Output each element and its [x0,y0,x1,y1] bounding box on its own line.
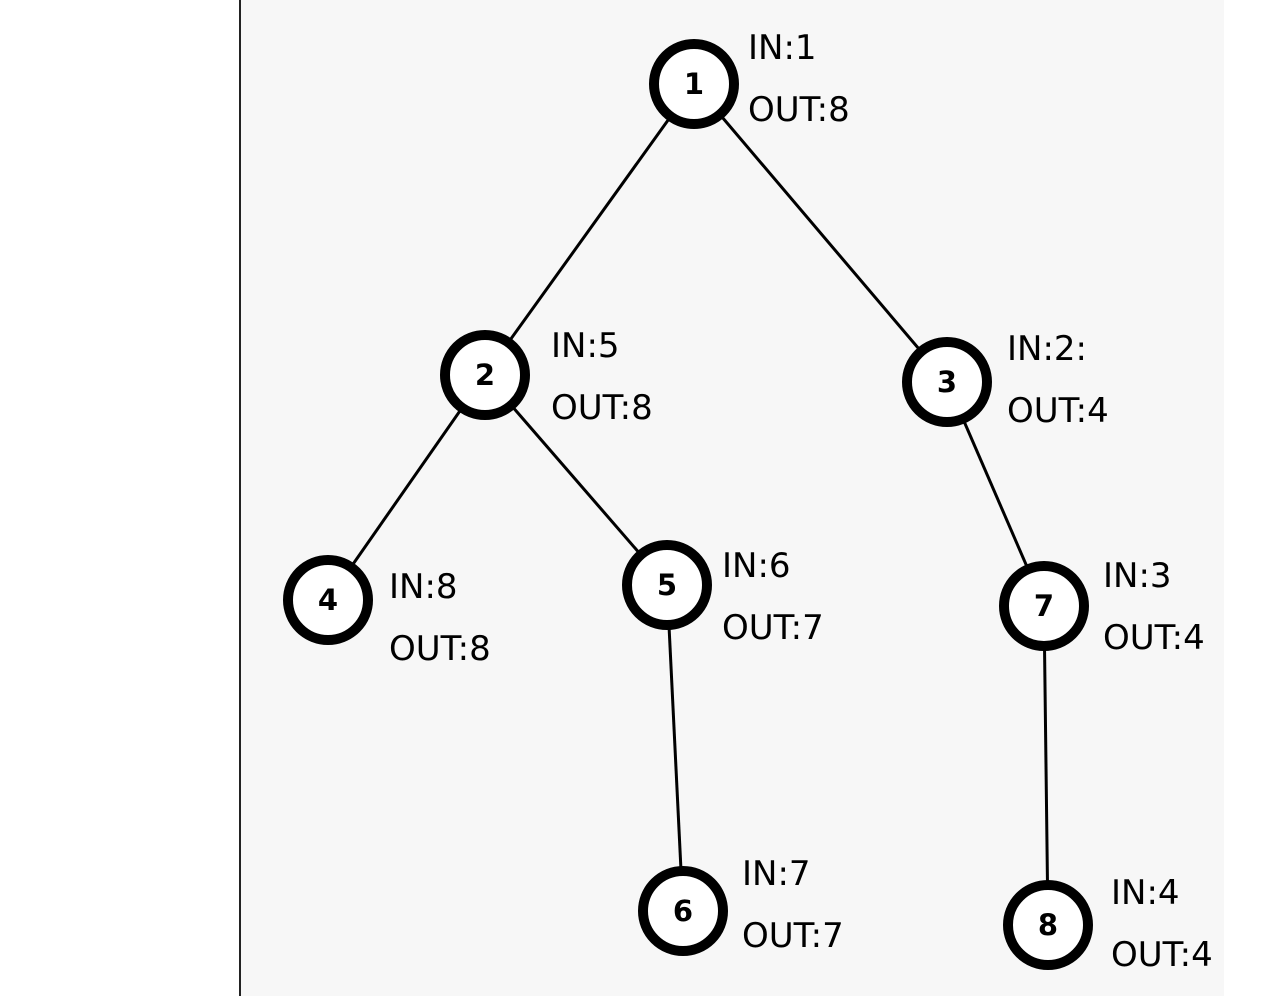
node-out-label: OUT:8 [551,388,653,428]
edges-layer [326,83,1050,926]
edge-1-3 [692,83,949,383]
node-number: 4 [318,583,338,617]
node-3: 3 IN:2: OUT:4 [902,329,1109,431]
diagram-canvas [239,0,1224,996]
node-circle [999,561,1089,651]
node-number: 2 [475,358,495,392]
node-number: 8 [1038,908,1058,942]
node-circle [1003,880,1093,970]
node-circle [902,337,992,427]
node-out-label: OUT:4 [1007,391,1109,431]
node-in-label: IN:6 [722,546,791,586]
node-number: 3 [937,365,957,399]
node-circle [440,330,530,420]
edge-2-4 [326,374,487,601]
edge-2-5 [483,374,669,586]
edge-1-2 [483,83,696,376]
node-out-label: OUT:8 [748,90,850,130]
node-in-label: IN:1 [748,28,817,68]
edge-5-6 [665,584,685,912]
node-in-label: IN:2: [1007,329,1087,369]
node-number: 5 [657,568,677,602]
node-circle [638,866,728,956]
node-in-label: IN:3 [1103,556,1172,596]
node-in-label: IN:8 [389,567,458,607]
node-circle [283,555,373,645]
node-out-label: OUT:7 [722,608,824,648]
node-in-label: IN:7 [742,854,811,894]
node-circle [649,39,739,129]
node-out-label: OUT:7 [742,916,844,956]
node-in-label: IN:4 [1111,873,1180,913]
node-out-label: OUT:4 [1103,618,1205,658]
node-number: 7 [1034,589,1054,623]
edge-7-8 [1042,605,1050,926]
node-number: 6 [673,894,693,928]
node-out-label: OUT:8 [389,629,491,669]
node-out-label: OUT:4 [1111,935,1213,975]
node-in-label: IN:5 [551,326,620,366]
node-circle [622,540,712,630]
node-number: 1 [684,67,704,101]
